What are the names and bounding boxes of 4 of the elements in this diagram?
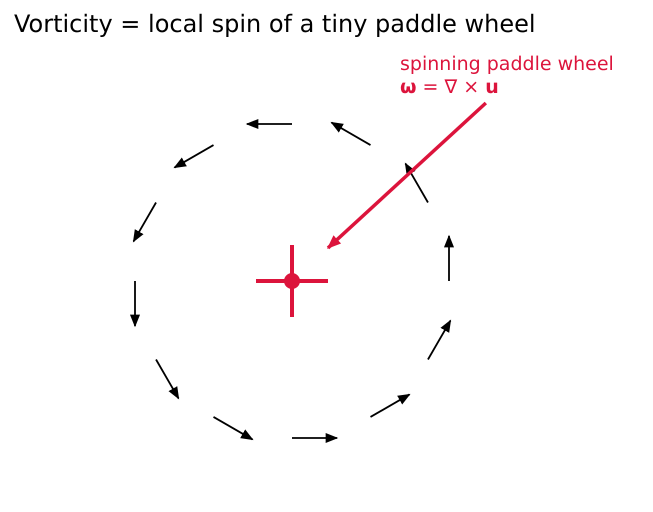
- diagram-title: Vorticity = local spin of a tiny paddle wheel: [14, 10, 536, 38]
- annotation-arrow: [326, 102, 488, 250]
- annotation-text: spinning paddle wheel: [400, 53, 615, 76]
- formula-text: ω = ∇ × u: [400, 76, 500, 99]
